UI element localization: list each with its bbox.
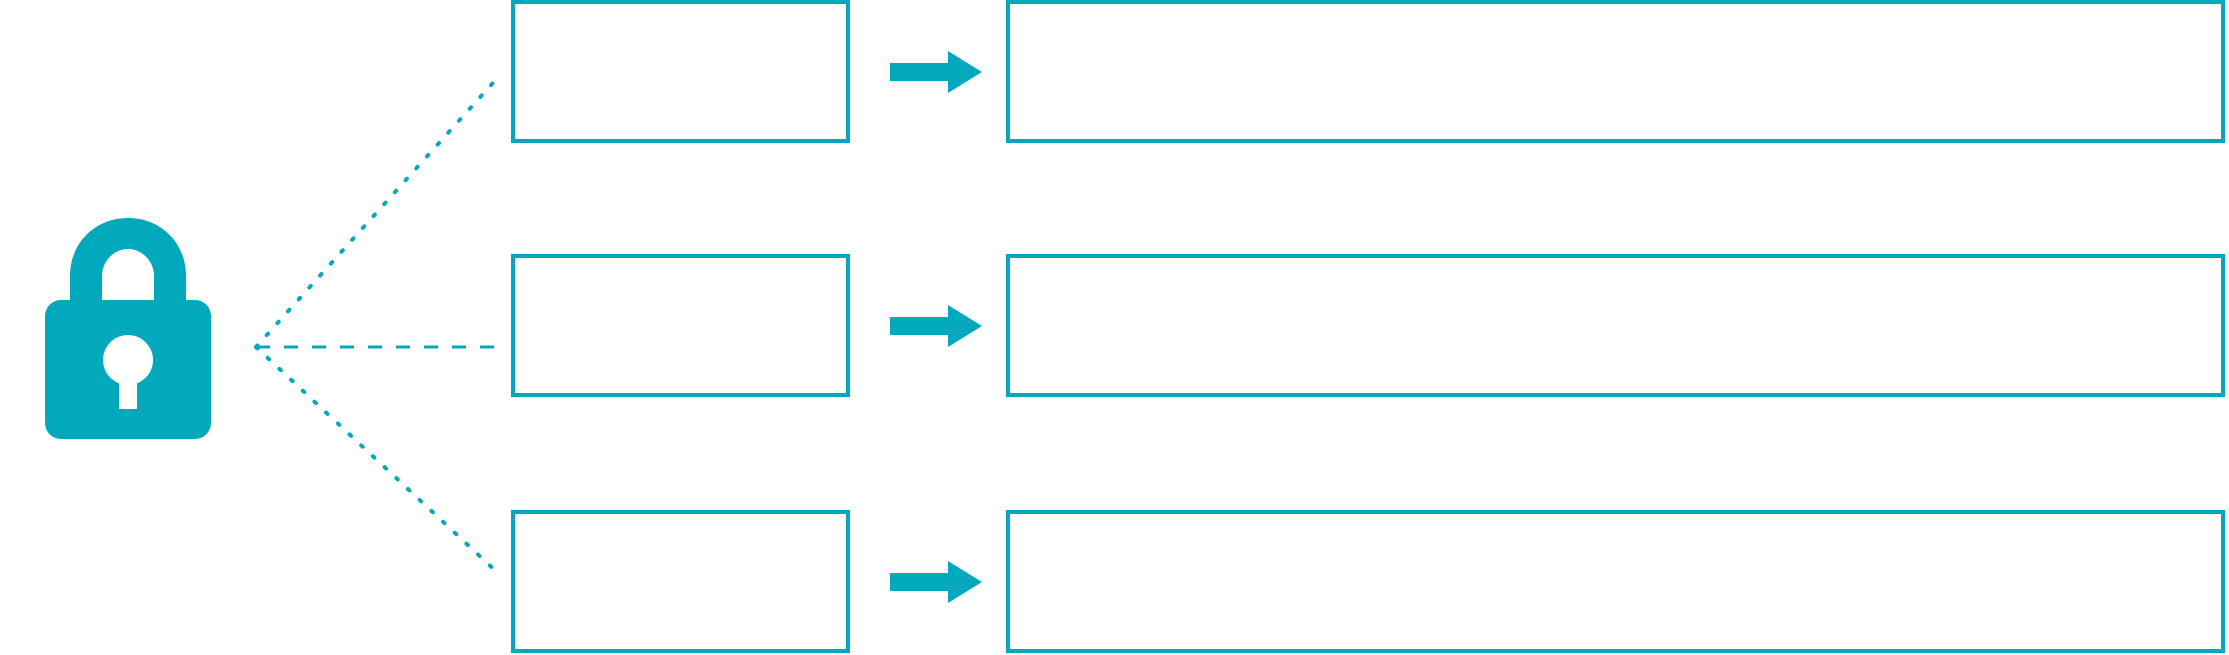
flow-row (0, 0, 2229, 145)
detail-box[interactable] (1006, 254, 2225, 397)
flow-row (0, 510, 2229, 655)
lock-keyhole-stem (119, 360, 137, 409)
arrow-right-icon (890, 561, 982, 603)
lock-shackle-shape (70, 218, 186, 324)
detail-box[interactable] (1006, 510, 2225, 653)
stage-box[interactable] (511, 510, 850, 653)
detail-box[interactable] (1006, 0, 2225, 143)
arrow-right-icon (890, 305, 982, 347)
stage-box[interactable] (511, 254, 850, 397)
lock-icon (40, 212, 216, 444)
arrow-right-icon (890, 51, 982, 93)
stage-box[interactable] (511, 0, 850, 143)
flow-row (0, 254, 2229, 399)
